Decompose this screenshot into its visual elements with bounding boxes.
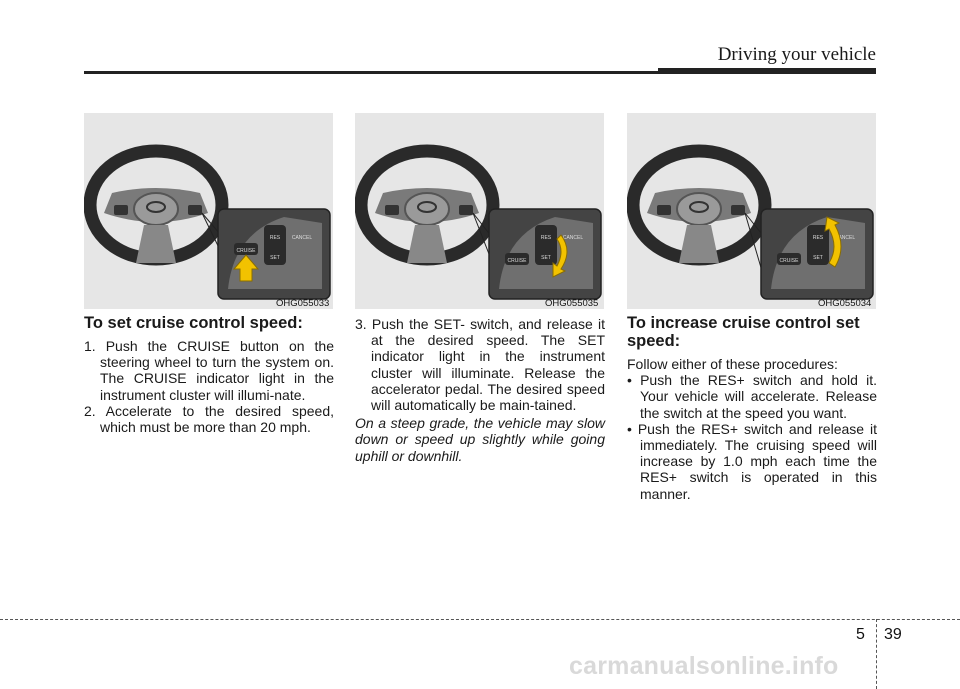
steering-wheel-illustration-2: RES SET CRUISE CANCEL	[355, 144, 602, 300]
figure-code: OHG055033	[276, 298, 330, 309]
column-set-speed: To set cruise control speed: 1. Push the…	[84, 314, 334, 435]
chapter-number: 5	[856, 626, 865, 643]
cancel-label: CANCEL	[292, 235, 313, 241]
steep-grade-note: On a steep grade, the vehicle may slow d…	[355, 415, 605, 464]
step-3: 3. Push the SET- switch, and release it …	[355, 316, 605, 414]
set-switch-steps: 3. Push the SET- switch, and release it …	[355, 316, 605, 413]
curved-up-arrow-icon	[824, 216, 842, 268]
footer-rule	[0, 619, 960, 620]
steering-wheel-illustration-1: RES SET CRUISE CANCEL	[84, 144, 331, 300]
watermark: carmanualsonline.info	[569, 652, 839, 680]
cruise-label: CRUISE	[508, 258, 528, 264]
section-title-set-speed: To set cruise control speed:	[84, 314, 303, 332]
step-2: 2. Accelerate to the desired speed, whic…	[84, 402, 334, 436]
set-label: SET	[270, 255, 280, 261]
set-speed-steps: 1. Push the CRUISE button on the steerin…	[84, 338, 334, 435]
res-label: RES	[541, 235, 552, 241]
figure-res-switch: RES SET CRUISE CANCEL	[627, 113, 876, 309]
steering-wheel-illustration-3: RES SET CRUISE CANCEL	[627, 144, 874, 300]
procedures-intro: Follow either of these procedures:	[627, 356, 838, 372]
header-rule	[84, 71, 876, 74]
res-label: RES	[270, 235, 281, 241]
header-rule-accent	[658, 68, 876, 74]
cruise-label: CRUISE	[237, 248, 257, 254]
step-1: 1. Push the CRUISE button on the steerin…	[84, 338, 334, 403]
set-label: SET	[813, 255, 823, 261]
column-set-switch: 3. Push the SET- switch, and release it …	[355, 316, 605, 464]
cruise-label: CRUISE	[780, 258, 800, 264]
figure-set-switch: RES SET CRUISE CANCEL	[355, 113, 604, 309]
section-title-increase-speed: To increase cruise control set speed:	[627, 314, 860, 350]
figure-code: OHG055035	[545, 298, 599, 309]
cancel-label: CANCEL	[835, 235, 856, 241]
column-increase-speed: To increase cruise control set speed: Fo…	[627, 314, 877, 502]
procedure-tap: • Push the RES+ switch and release it im…	[627, 420, 877, 502]
header-title: Driving your vehicle	[717, 44, 876, 65]
curved-down-arrow-icon	[552, 234, 568, 278]
increase-speed-procedures: • Push the RES+ switch and hold it. Your…	[627, 372, 877, 502]
procedure-hold: • Push the RES+ switch and hold it. Your…	[627, 372, 877, 421]
figure-code: OHG055034	[818, 298, 872, 309]
cancel-label: CANCEL	[563, 235, 584, 241]
figure-cruise-button: RES SET CRUISE CANCEL	[84, 113, 333, 309]
footer-divider	[876, 619, 877, 689]
page-number: 39	[884, 626, 902, 643]
set-label: SET	[541, 255, 551, 261]
res-label: RES	[813, 235, 824, 241]
up-arrow-icon	[232, 254, 260, 282]
